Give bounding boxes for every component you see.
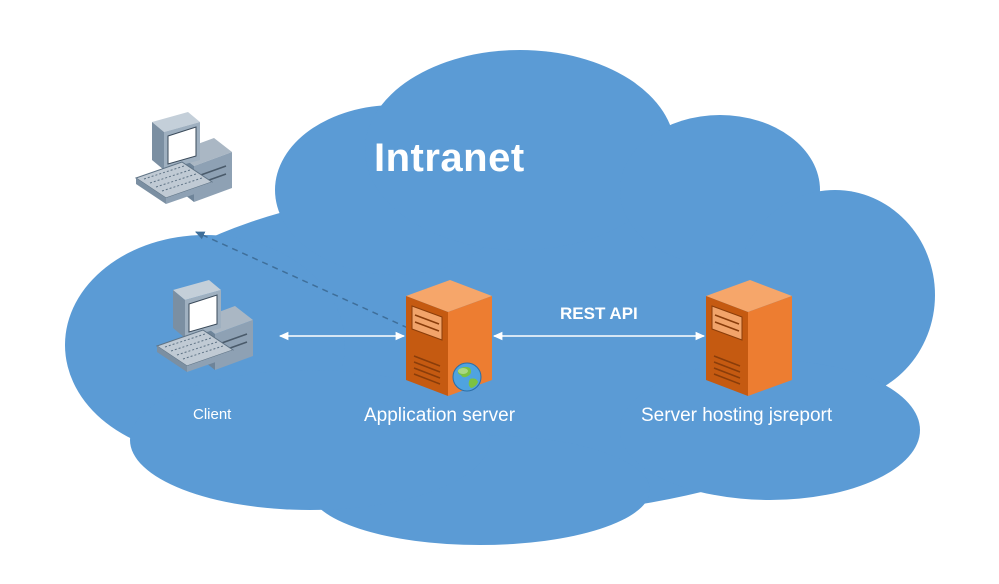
- intranet-cloud: [65, 50, 935, 545]
- app-server-label: Application server: [364, 405, 516, 426]
- external-connection-dashed: [195, 231, 409, 329]
- globe-icon: [452, 362, 482, 392]
- client-label: Client: [193, 406, 232, 423]
- server-tower-icon: [705, 279, 793, 397]
- rest-api-label: REST API: [560, 304, 638, 323]
- desktop-computer-icon: [135, 111, 233, 205]
- report-server-label: Server hosting jsreport: [641, 405, 833, 426]
- diagram-title: Intranet: [374, 136, 525, 180]
